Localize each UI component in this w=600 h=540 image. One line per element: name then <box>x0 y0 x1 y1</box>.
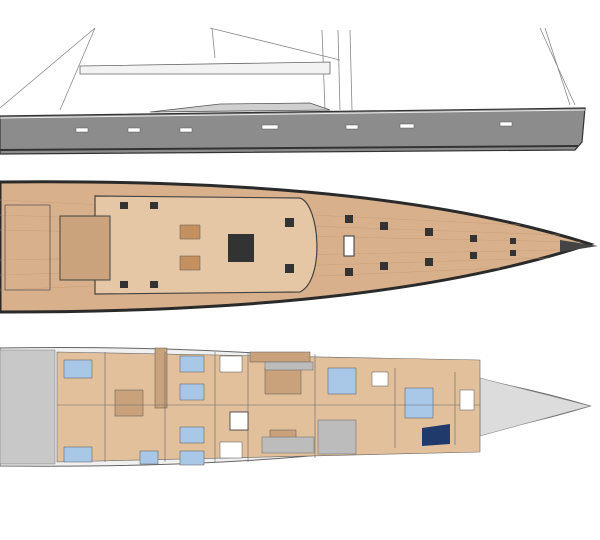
stairs <box>229 411 249 431</box>
rect-shape <box>249 351 311 363</box>
rect-shape <box>380 262 388 270</box>
rect-shape <box>285 264 294 273</box>
coachroof <box>94 195 318 295</box>
rect-shape <box>399 123 415 129</box>
rect-shape <box>219 441 243 459</box>
rect-shape <box>264 367 302 395</box>
partitions <box>57 352 480 462</box>
rect-shape <box>470 252 477 259</box>
rect-shape <box>510 250 516 256</box>
rect-shape <box>120 202 128 209</box>
line-shape <box>349 29 353 111</box>
bowsprit <box>560 240 598 252</box>
line-shape <box>59 27 96 111</box>
rect-shape <box>219 355 243 373</box>
lazarette <box>0 349 56 465</box>
rect-shape <box>345 124 359 130</box>
rect-shape <box>139 450 159 465</box>
rect-shape <box>345 268 353 276</box>
cabin-beds <box>63 355 434 466</box>
rect-shape <box>179 224 201 240</box>
interior-plan-view <box>0 347 592 467</box>
rect-shape <box>154 347 168 409</box>
rect-shape <box>150 281 158 288</box>
rect-shape <box>261 124 279 130</box>
line-shape <box>211 27 216 59</box>
forepeak <box>479 377 592 437</box>
rect-shape <box>404 387 434 419</box>
rect-shape <box>63 359 93 379</box>
rect-shape <box>459 389 475 411</box>
rect-shape <box>327 367 357 395</box>
rect-shape <box>114 389 144 417</box>
line-shape <box>544 27 571 106</box>
rect-shape <box>264 361 314 371</box>
rect-shape <box>179 450 205 466</box>
heads <box>219 355 475 459</box>
rect-shape <box>261 436 315 454</box>
rect-shape <box>120 281 128 288</box>
rect-shape <box>63 446 93 463</box>
rect-shape <box>179 127 193 133</box>
line-shape <box>337 29 341 111</box>
rect-shape <box>510 238 516 244</box>
saloon-sofas <box>261 361 357 455</box>
hatch-center <box>228 234 254 262</box>
deck-plan-view <box>0 180 598 314</box>
helm-area <box>4 204 51 291</box>
rect-shape <box>179 355 205 373</box>
rect-shape <box>179 426 205 444</box>
rect-shape <box>371 371 389 387</box>
rect-shape <box>345 215 353 223</box>
profile-view <box>0 27 586 155</box>
rect-shape <box>179 255 201 271</box>
boom <box>79 61 331 75</box>
rect-shape <box>343 235 355 257</box>
deckhouse <box>149 102 331 113</box>
rect-shape <box>75 127 89 133</box>
hull-profile <box>0 107 586 155</box>
hull-windows <box>75 121 513 133</box>
navy-bunk <box>422 424 450 446</box>
boot-stripe <box>0 145 579 151</box>
deck-hatches <box>120 202 516 288</box>
rect-shape <box>499 121 513 127</box>
rect-shape <box>425 228 433 236</box>
rect-shape <box>470 235 477 242</box>
line-shape <box>209 27 341 61</box>
line-shape <box>0 27 96 109</box>
rect-shape <box>285 218 294 227</box>
rect-shape <box>317 419 357 455</box>
rect-shape <box>179 383 205 401</box>
rect-shape <box>380 222 388 230</box>
rect-shape <box>425 258 433 266</box>
hull-sheer-line <box>0 109 586 119</box>
rect-shape <box>127 127 141 133</box>
cockpit <box>59 215 111 281</box>
rect-shape <box>150 202 158 209</box>
